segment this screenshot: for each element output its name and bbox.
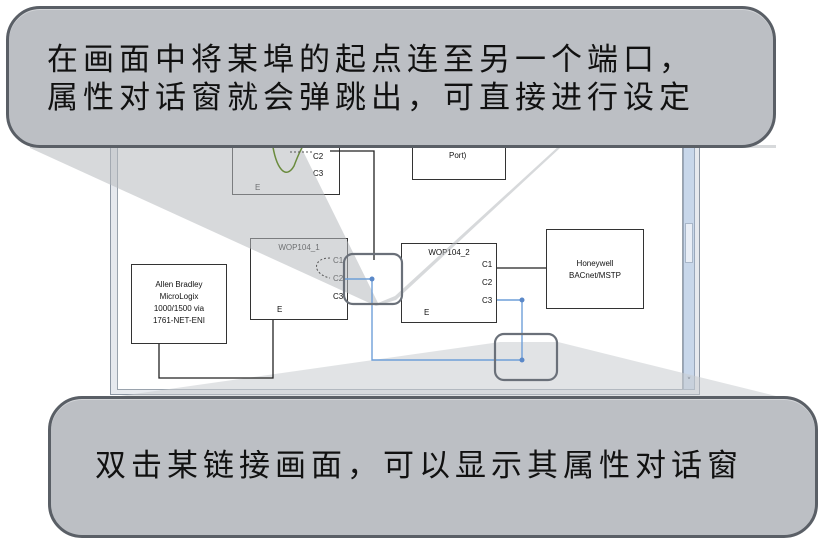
port-c3[interactable]: C3 (482, 296, 493, 305)
node-label-line: 1761-NET-ENI (152, 316, 206, 325)
bottom-callout: 双击某链接画面，可以显示其属性对话窗 (48, 396, 818, 538)
port-c2[interactable]: C2 (333, 274, 344, 283)
scroll-down-arrow-icon[interactable]: ˅ (686, 377, 692, 387)
node-label-line: Honeywell (576, 259, 614, 268)
port-c3[interactable]: C3 (313, 169, 324, 178)
node-e-label: E (255, 183, 261, 192)
node-label-line: 1000/1500 via (153, 304, 205, 313)
scrollbar-thumb[interactable] (685, 223, 693, 263)
wop104-1-node[interactable]: WOP104_1 C1 C2 C3 E (250, 238, 348, 320)
node-e-label: E (424, 308, 430, 317)
node-title: WOP104_2 (428, 248, 470, 257)
top-callout-line-1: 在画面中将某埠的起点连至另一个端口， (47, 42, 695, 78)
port-c3[interactable]: C3 (333, 292, 344, 301)
port-c1[interactable]: C1 (333, 256, 344, 265)
top-left-node[interactable]: C2 C3 E (232, 140, 340, 195)
top-callout-line-2: 属性对话窗就会弹跳出，可直接进行设定 (47, 80, 695, 116)
wop104-2-node[interactable]: WOP104_2 C1 C2 C3 E (401, 243, 497, 323)
honeywell-node[interactable]: Honeywell BACnet/MSTP (546, 229, 644, 309)
top-callout: 在画面中将某埠的起点连至另一个端口， 属性对话窗就会弹跳出，可直接进行设定 (6, 6, 776, 148)
bottom-callout-text: 双击某链接画面，可以显示其属性对话窗 (95, 448, 743, 484)
allen-bradley-node[interactable]: Allen Bradley MicroLogix 1000/1500 via 1… (131, 264, 227, 344)
node-label-line: Allen Bradley (155, 280, 203, 289)
node-label-line: BACnet/MSTP (568, 271, 621, 280)
port-c2[interactable]: C2 (313, 152, 324, 161)
node-title: WOP104_1 (278, 243, 320, 252)
node-label-line: MicroLogix (159, 292, 199, 301)
node-label: Port) (449, 151, 467, 160)
port-c2[interactable]: C2 (482, 278, 493, 287)
node-e-label: E (277, 305, 283, 314)
port-c1[interactable]: C1 (482, 260, 493, 269)
